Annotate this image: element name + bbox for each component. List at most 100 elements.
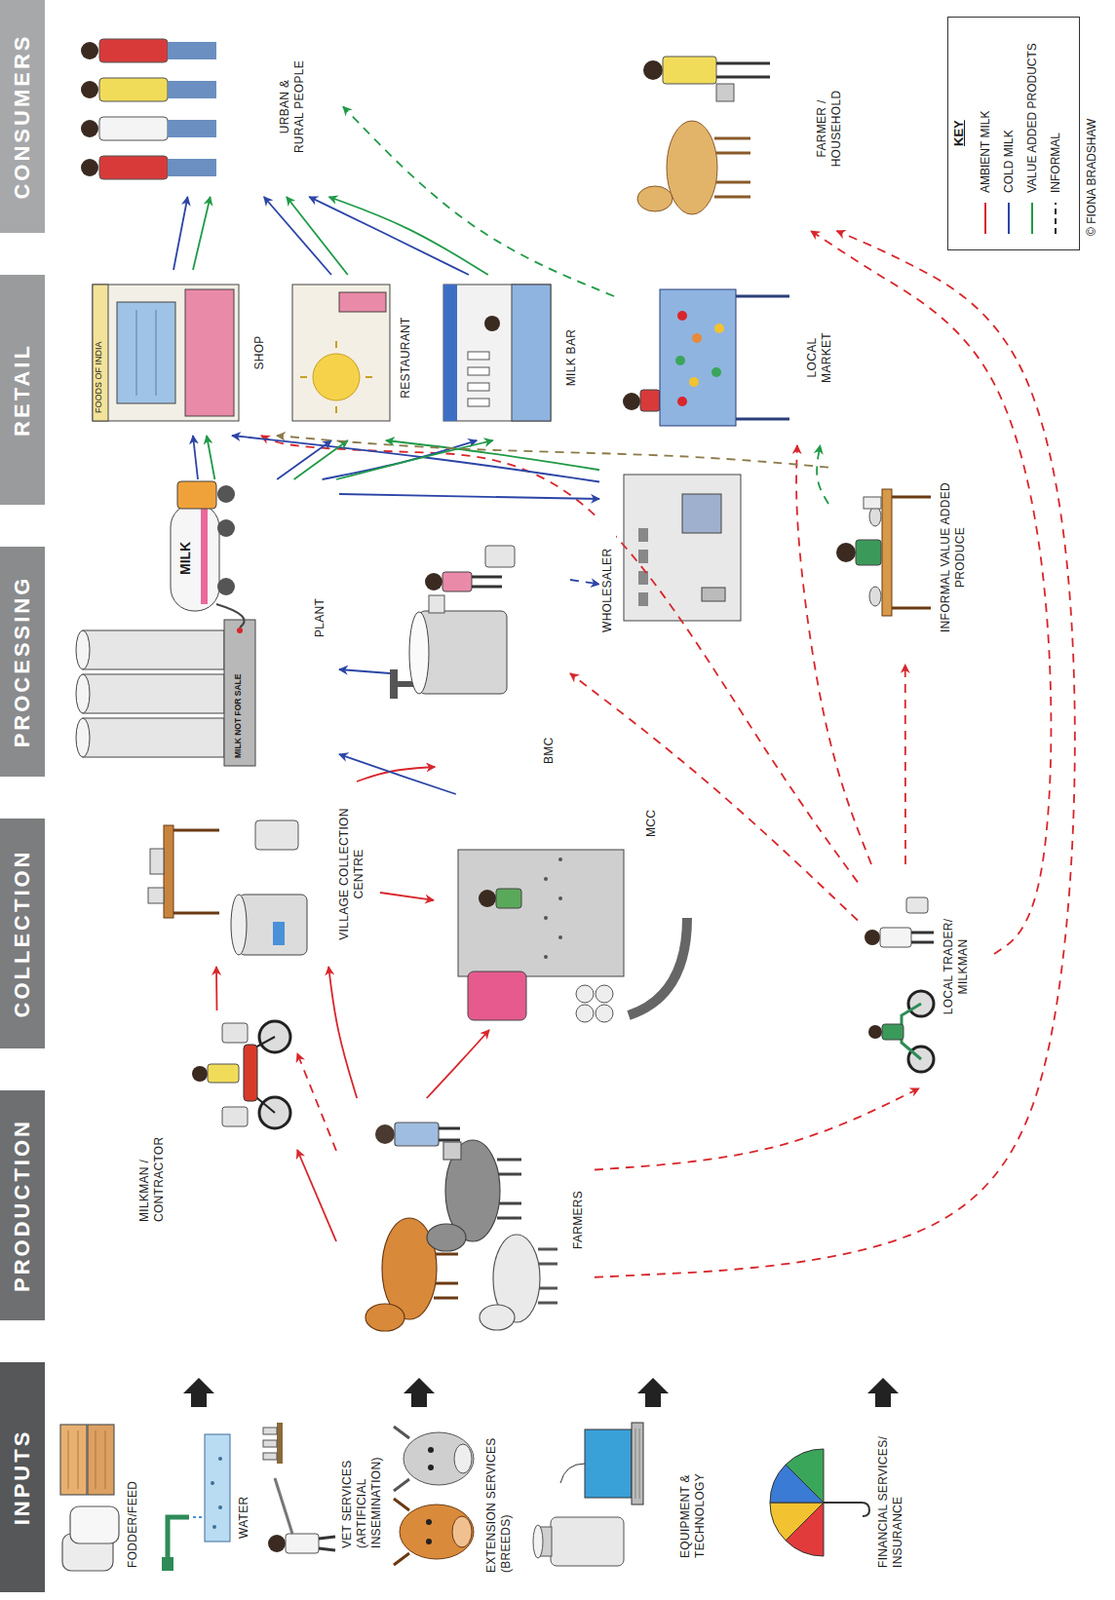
milkman-picture-part xyxy=(222,1023,248,1043)
legend-sample xyxy=(1026,200,1039,236)
plant-picture-part xyxy=(200,508,208,605)
copyright-note: © FIONA BRADSHAW xyxy=(1085,116,1100,238)
umbrella-picture-part xyxy=(823,1502,870,1517)
actor-node: WATER xyxy=(155,1410,259,1581)
milk-flow-arrow xyxy=(308,196,469,275)
milk-flow-arrow xyxy=(329,196,489,275)
plant-picture-part xyxy=(224,619,256,767)
people-picture-part xyxy=(80,119,99,138)
farmers-picture-part xyxy=(394,1122,439,1147)
milk-flow-arrow xyxy=(328,966,357,1099)
actor-node: EQUIPMENT & TECHNOLOGY xyxy=(526,1410,712,1581)
stage-band: PROCESSING xyxy=(0,546,45,777)
mcc-picture-part xyxy=(496,888,522,909)
actor-node: MILK BAR xyxy=(436,274,598,441)
people-picture-part xyxy=(99,77,168,102)
informal-produce-picture-part xyxy=(836,542,856,563)
household-picture xyxy=(637,56,770,215)
water-picture-part xyxy=(218,1457,223,1462)
milk-flow-arrow xyxy=(215,966,218,1011)
shop-picture-part xyxy=(116,302,176,404)
breeds-picture-part xyxy=(427,1447,434,1454)
farmers-picture-part xyxy=(479,1305,515,1331)
equipment-picture-part xyxy=(533,1525,543,1559)
milk-flow-arrow xyxy=(173,196,189,270)
people-picture-part xyxy=(80,80,99,99)
wholesaler-picture-part xyxy=(623,474,741,621)
milkman-picture-part xyxy=(192,1066,208,1082)
vet-picture-part xyxy=(318,1537,336,1539)
actor-node: FINANCIAL SERVICES/ INSURANCE xyxy=(769,1410,917,1581)
collection-centre-picture xyxy=(148,820,308,956)
node-label: BMC xyxy=(540,718,558,768)
milk-flow-arrow xyxy=(385,440,600,470)
equipment-picture-part xyxy=(635,1428,640,1500)
node-label: MCC xyxy=(643,796,660,841)
node-label: INFORMAL VALUE ADDED PRODUCE xyxy=(937,460,969,655)
wholesaler-picture-part xyxy=(701,587,726,602)
wholesaler-picture-part xyxy=(638,528,649,542)
household-picture-part xyxy=(662,56,717,84)
collection-centre-picture-part xyxy=(163,825,174,919)
actor-node: URBAN & RURAL PEOPLE xyxy=(60,16,344,197)
local-market-picture-part xyxy=(689,377,699,387)
local-market-picture-part xyxy=(711,367,722,378)
wholesaler-picture-part xyxy=(682,494,722,534)
milk-bar-picture-part xyxy=(443,284,551,422)
actor-node: VET SERVICES (ARTIFICIAL INSEMINATION) xyxy=(265,1410,387,1581)
mcc-picture-part xyxy=(543,955,548,960)
mcc-picture-part xyxy=(558,896,563,901)
local-market-picture-part xyxy=(677,310,688,321)
legend-sample xyxy=(1049,200,1062,236)
local-market-picture-part xyxy=(640,389,660,412)
fodder-picture-part xyxy=(68,1430,106,1490)
plant-picture-part xyxy=(170,503,220,612)
informal-produce-picture-part xyxy=(855,539,882,566)
local-market-picture-part xyxy=(692,333,702,344)
local-market-picture-part xyxy=(622,392,641,411)
mcc-picture-part xyxy=(628,918,688,1016)
collection-centre-picture-part xyxy=(255,820,299,850)
plant-picture-part xyxy=(82,630,225,670)
legend-heading: KEY xyxy=(952,117,967,149)
milk-flow-arrow xyxy=(816,445,829,504)
people-picture-part xyxy=(167,158,217,177)
bmc-picture-part xyxy=(471,576,502,587)
actor-node: BMC xyxy=(389,533,571,768)
milk-bar-picture-part xyxy=(511,284,551,422)
shop-picture-part xyxy=(185,289,234,417)
mcc-picture-part xyxy=(543,877,548,882)
trader-picture-part xyxy=(868,1025,883,1039)
water-picture-part xyxy=(192,1516,203,1519)
milk-flow-arrow xyxy=(904,664,907,865)
bmc-picture-part xyxy=(442,572,472,592)
node-label: WHOLESALER xyxy=(599,518,616,636)
breeds-picture-part xyxy=(425,1519,432,1526)
legend-line xyxy=(1007,202,1010,234)
mcc-picture-part xyxy=(478,889,497,908)
shop-picture-part xyxy=(136,309,156,396)
milk-bar-picture-part xyxy=(467,398,490,407)
node-label: LOCAL TRADER/ MILKMAN xyxy=(940,903,972,1031)
sign-text: FOODS OF INDIA xyxy=(93,339,104,416)
restaurant-picture-part xyxy=(292,284,390,422)
household-picture-part xyxy=(716,63,770,77)
fodder-picture-part xyxy=(87,1424,115,1496)
milk-bar-picture-part xyxy=(467,367,490,376)
plant-picture-part xyxy=(216,604,245,628)
vet-picture-part xyxy=(274,1478,293,1535)
milk-flow-arrow xyxy=(339,494,600,500)
milk-flow-arrow xyxy=(264,196,332,275)
collection-centre-picture-part xyxy=(238,894,308,956)
milk-flow-arrow xyxy=(192,435,198,480)
household-picture-part xyxy=(714,138,751,197)
shop-picture-part xyxy=(92,284,239,422)
tanker-text: MILK xyxy=(177,539,193,577)
legend-text: COLD MILK xyxy=(1001,129,1016,193)
milk-flow-arrow xyxy=(294,440,348,480)
plant-picture-part xyxy=(236,627,243,634)
input-arrow-part xyxy=(403,1378,435,1408)
node-label: EXTENSION SERVICES (BREEDS) xyxy=(483,1415,515,1577)
shop-picture-part xyxy=(92,284,109,422)
legend-line xyxy=(1031,202,1034,234)
